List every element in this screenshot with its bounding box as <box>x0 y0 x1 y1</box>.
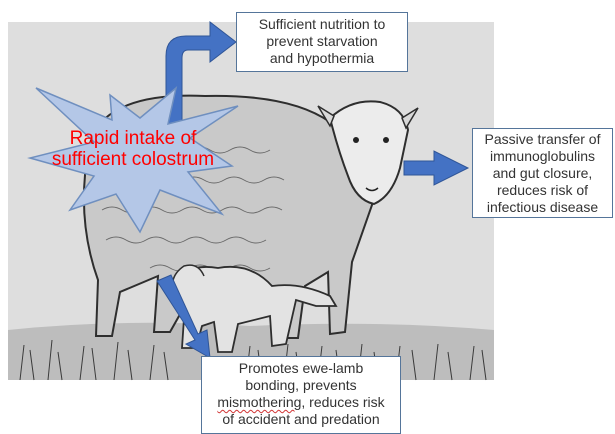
center-label-line2: sufficient colostrum <box>38 149 228 170</box>
nutrition-box: Sufficient nutrition to prevent starvati… <box>236 12 408 72</box>
passive-line4: reduces risk of <box>473 182 612 199</box>
passive-line5: infectious disease <box>473 199 612 216</box>
ewe-eye-right <box>383 137 389 143</box>
bonding-line1: Promotes ewe-lamb <box>202 360 400 377</box>
center-label: Rapid intake of sufficient colostrum <box>38 128 228 170</box>
passive-line2: immunoglobulins <box>473 148 612 165</box>
ewe-eye-left <box>353 137 359 143</box>
passive-line1: Passive transfer of <box>473 131 612 148</box>
nutrition-line3: and hypothermia <box>237 50 407 67</box>
spellcheck-underlined-word: mismothering <box>217 394 301 410</box>
bonding-line3-rest: , reduces risk <box>301 394 384 410</box>
bonding-line2: bonding, prevents <box>202 377 400 394</box>
bonding-line4: of accident and predation <box>202 411 400 428</box>
nutrition-line1: Sufficient nutrition to <box>237 16 407 33</box>
bonding-box: Promotes ewe-lamb bonding, prevents mism… <box>201 356 401 434</box>
passive-transfer-box: Passive transfer of immunoglobulins and … <box>472 128 613 218</box>
center-label-line1: Rapid intake of <box>38 128 228 149</box>
nutrition-line2: prevent starvation <box>237 33 407 50</box>
passive-line3: and gut closure, <box>473 165 612 182</box>
bonding-line3: mismothering, reduces risk <box>202 394 400 411</box>
